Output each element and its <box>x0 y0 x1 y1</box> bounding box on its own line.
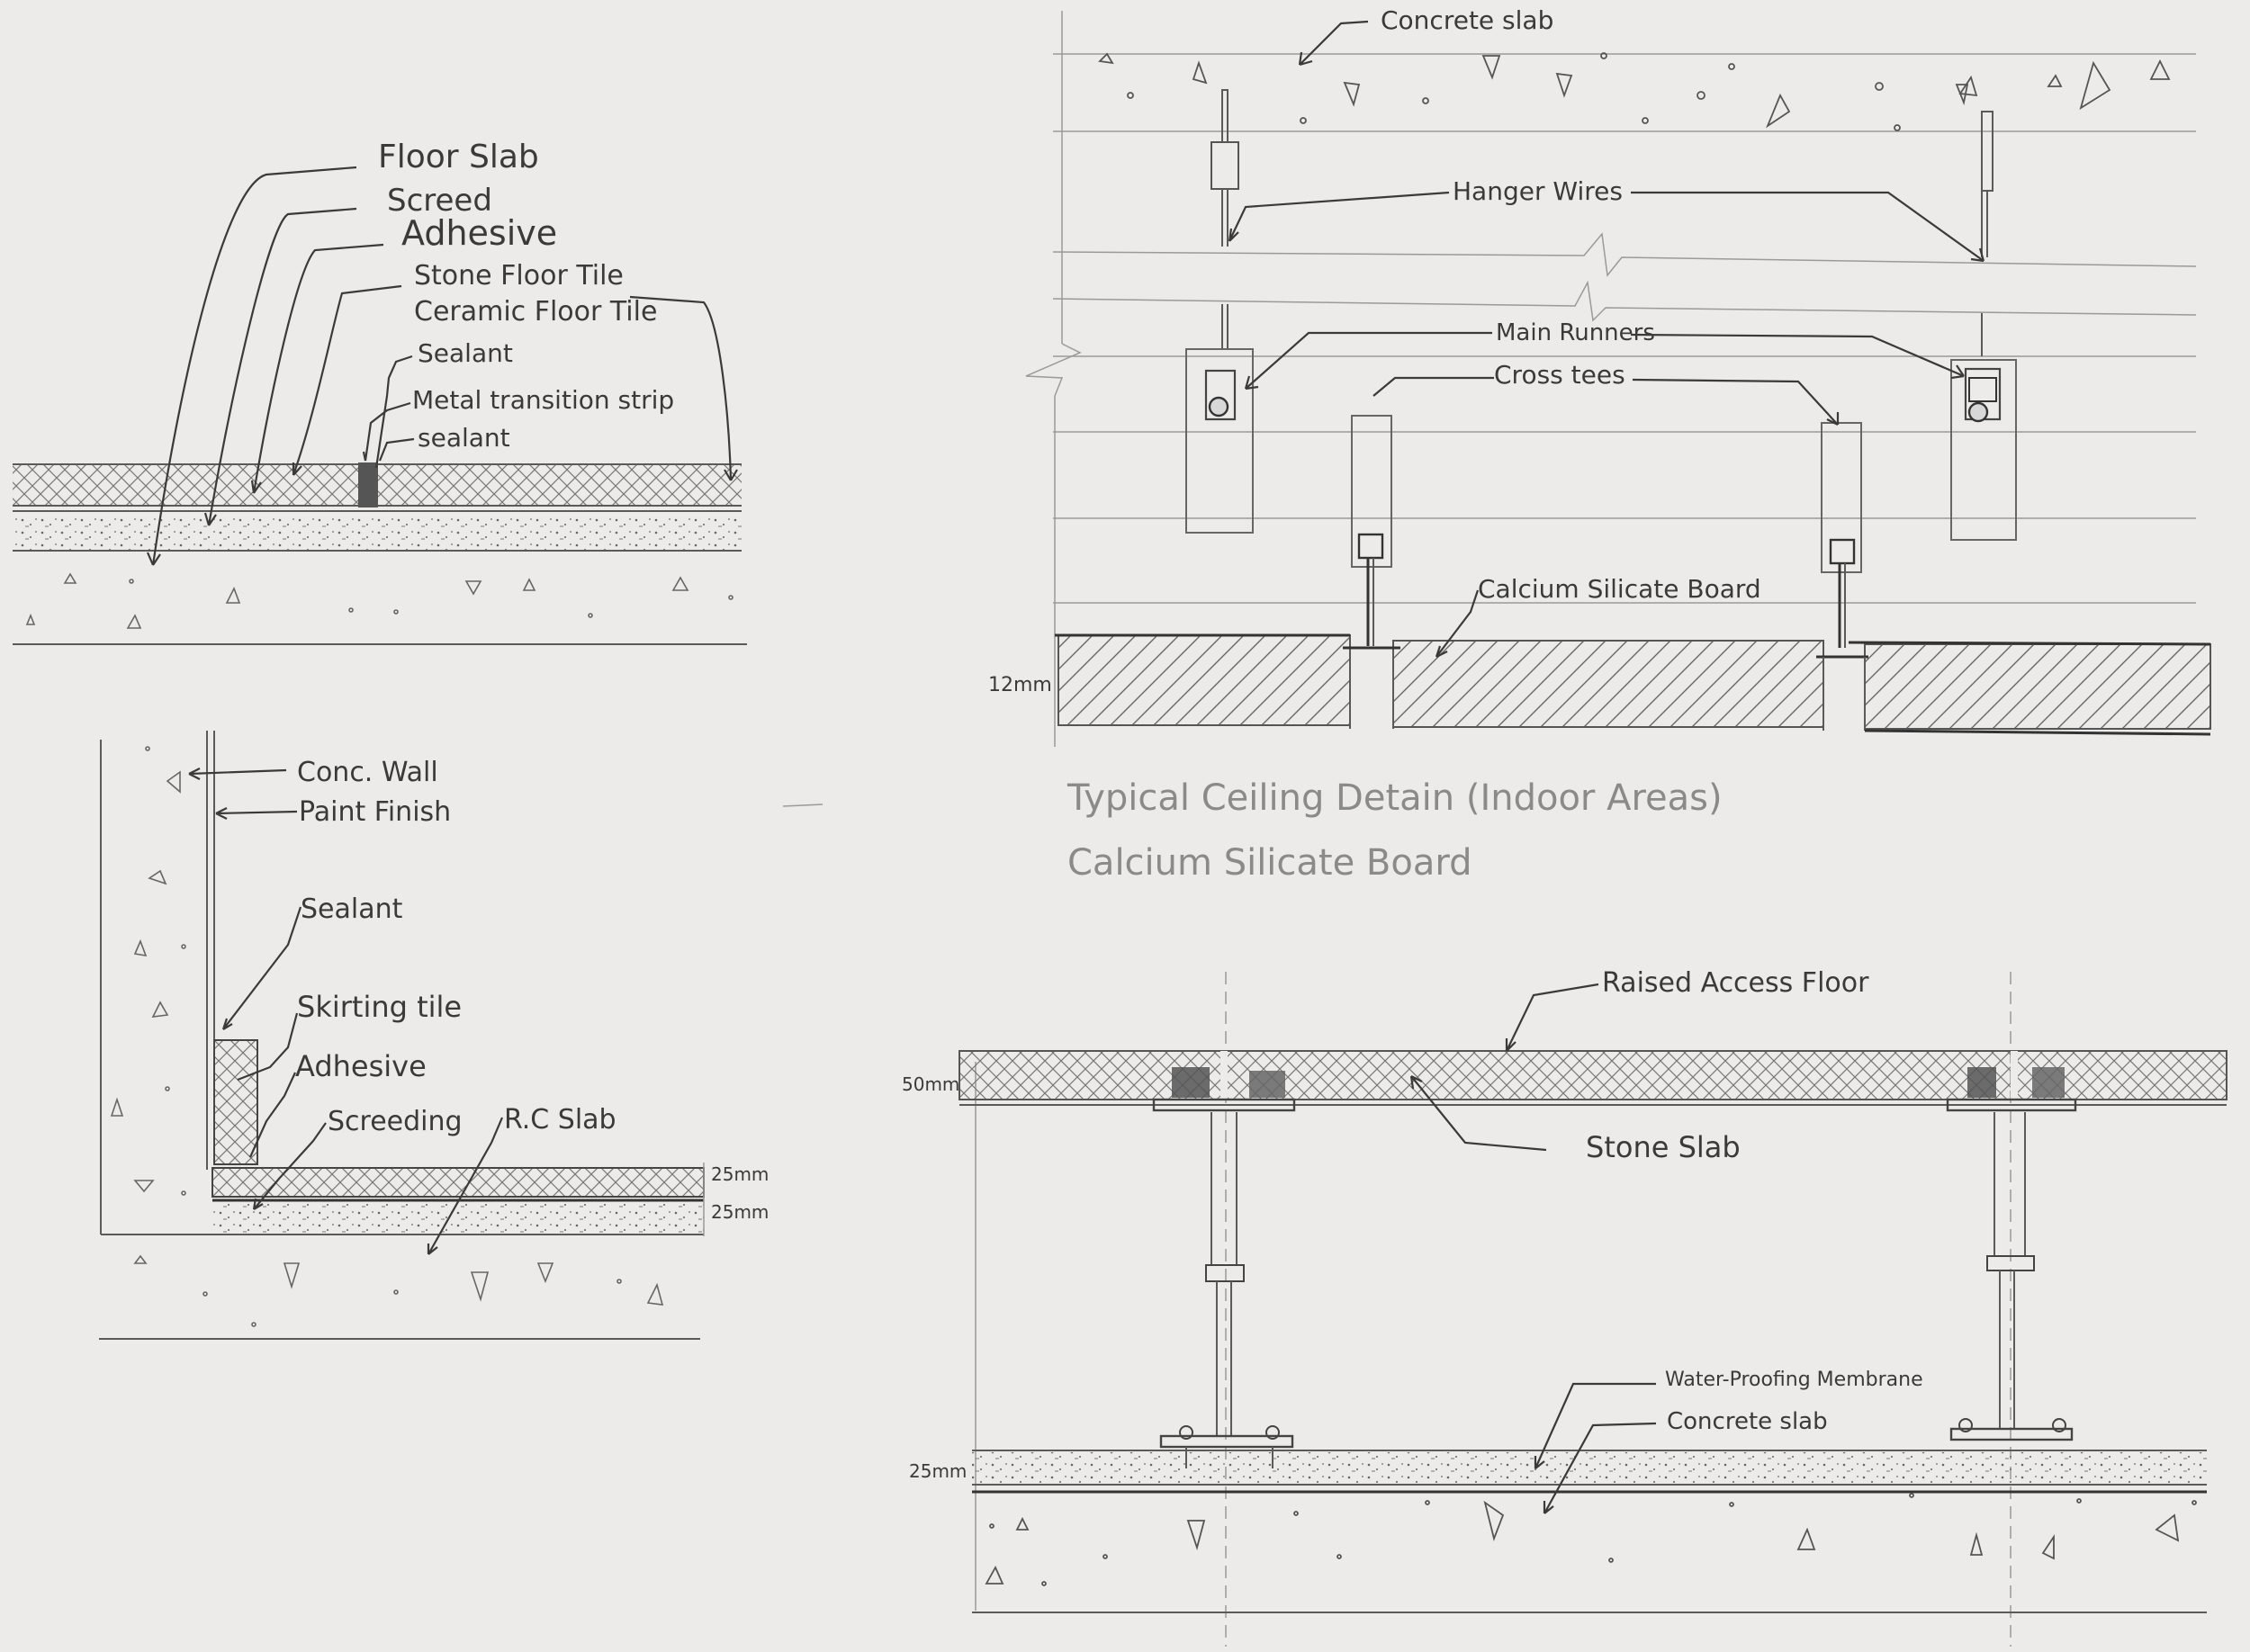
hanger-wires-label: Hanger Wires <box>1453 176 1623 206</box>
skirting-tile <box>213 1039 258 1165</box>
rc-slab-label: R.C Slab <box>504 1104 616 1136</box>
ceiling-detail: Concrete slab Hanger Wires Main Runners … <box>988 5 2211 884</box>
cross-tee-left <box>1351 415 1392 646</box>
main-runners-label: Main Runners <box>1496 319 1655 346</box>
dim-bottom-label: 25mm <box>909 1460 967 1482</box>
aggregate-marks <box>1098 52 2171 131</box>
dim-top-label: 25mm <box>711 1163 769 1185</box>
stone-slab-label: Stone Slab <box>1586 1130 1741 1164</box>
sealant-label: Sealant <box>301 893 403 925</box>
hanger-left <box>1185 89 1254 534</box>
metal-transition-strip-label: Metal transition strip <box>412 385 674 415</box>
aggregate-marks <box>110 746 664 1327</box>
concrete-slab-layer <box>972 1452 2207 1483</box>
dim-top-label: 50mm <box>902 1073 959 1095</box>
paint-finish-label: Paint Finish <box>299 796 451 828</box>
floor-transition-detail: Floor Slab Screed Adhesive Stone Floor T… <box>13 139 747 645</box>
ceramic-floor-tile-label: Ceramic Floor Tile <box>414 296 657 328</box>
dim-bottom-label: 25mm <box>711 1201 769 1223</box>
pedestal-right <box>1946 1067 2077 1441</box>
aggregate-marks <box>25 572 734 629</box>
sealant-top-label: Sealant <box>418 338 513 368</box>
adhesive-label: Adhesive <box>295 1049 427 1083</box>
stone-floor-tile-label: Stone Floor Tile <box>414 260 624 292</box>
calcium-silicate-boards <box>1055 633 2211 736</box>
hanger-right <box>1950 111 2017 541</box>
stray-mark <box>782 804 824 807</box>
skirting-tile-label: Skirting tile <box>297 990 462 1024</box>
floor-tile-layer <box>212 1167 705 1198</box>
calcium-silicate-board-label: Calcium Silicate Board <box>1478 574 1761 604</box>
screed-layer <box>13 515 742 551</box>
cross-tees-label: Cross tees <box>1494 360 1625 390</box>
board-thickness-dim: 12mm <box>988 674 1052 696</box>
skirting-detail: Conc. Wall Paint Finish Sealant Skirting… <box>99 731 769 1340</box>
concrete-slab-label: Concrete slab <box>1667 1408 1828 1435</box>
raised-access-floor-label: Raised Access Floor <box>1602 967 1869 999</box>
metal-transition-strip <box>358 462 378 507</box>
aggregate-marks <box>985 1493 2197 1586</box>
raised-access-floor-detail: Raised Access Floor Stone Slab Water-Pro… <box>902 967 2228 1647</box>
screed-label: Screed <box>387 183 492 219</box>
cross-tee-right <box>1821 422 1862 648</box>
sealant-bottom-label: sealant <box>418 423 510 453</box>
ceiling-title-line1: Typical Ceiling Detain (Indoor Areas) <box>1066 777 1723 819</box>
ceiling-title-line2: Calcium Silicate Board <box>1067 842 1472 884</box>
waterproofing-membrane-label: Water-Proofing Membrane <box>1665 1369 1923 1391</box>
pedestal-left <box>1152 1067 1296 1468</box>
floor-slab-label: Floor Slab <box>378 139 539 175</box>
concrete-slab-label: Concrete slab <box>1381 5 1553 35</box>
screeding-label: Screeding <box>328 1106 463 1137</box>
screed-layer <box>212 1204 704 1235</box>
adhesive-label: Adhesive <box>401 213 557 253</box>
conc-wall-label: Conc. Wall <box>297 757 438 788</box>
